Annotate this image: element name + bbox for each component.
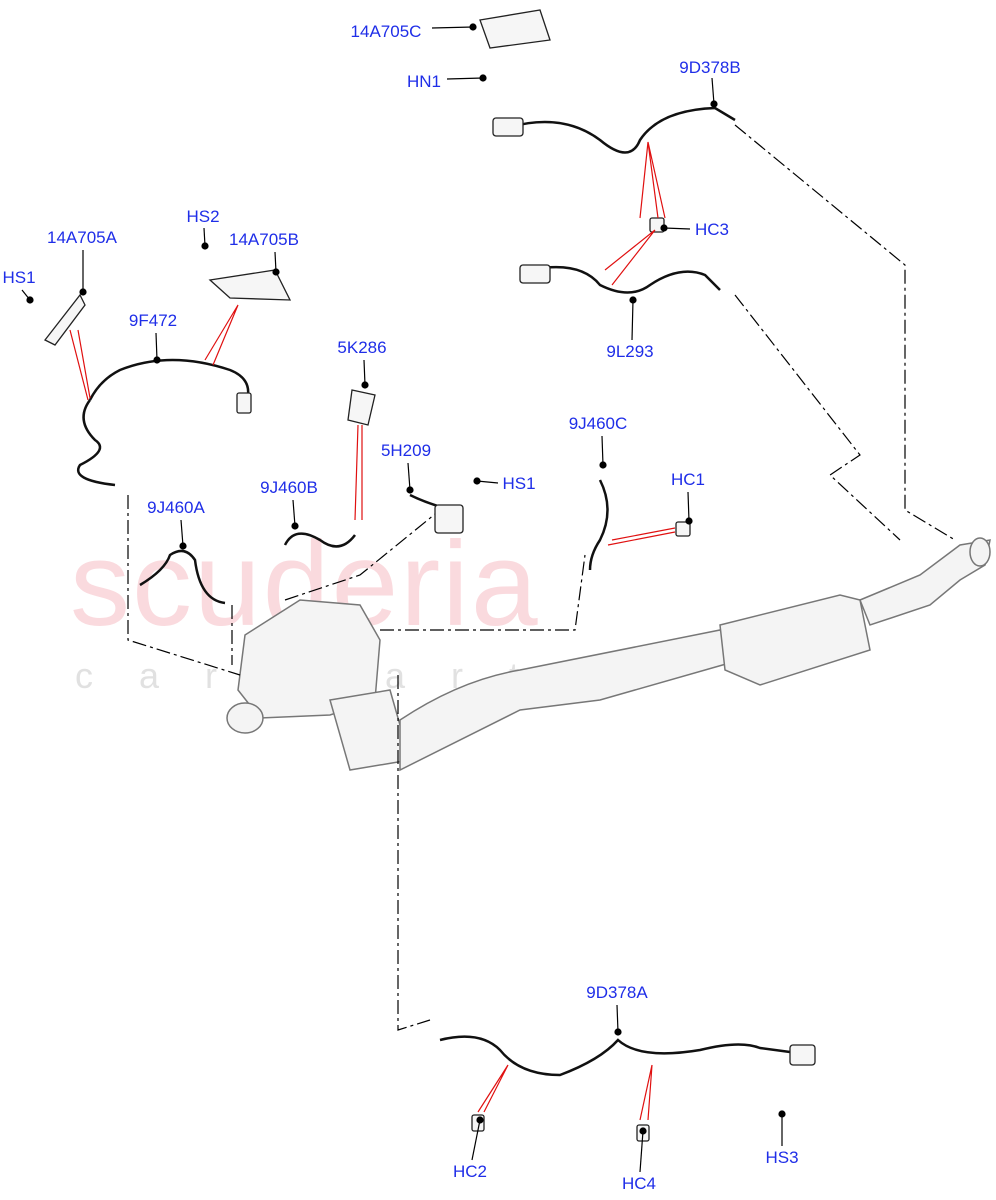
- callout-5K286[interactable]: 5K286: [337, 338, 387, 357]
- rear-silencer: [719, 594, 871, 686]
- exhaust-assembly: [226, 537, 991, 772]
- callout-HS2[interactable]: HS2: [186, 207, 220, 226]
- callout-9D378B[interactable]: 9D378B: [679, 58, 741, 77]
- bracket-14A705C: [479, 9, 551, 49]
- harness-9F472-lower: [77, 399, 116, 487]
- callout-9F472[interactable]: 9F472: [128, 311, 178, 330]
- inlet-flange: [226, 702, 264, 734]
- clip-HC1: [675, 521, 691, 537]
- mid-pipe: [399, 629, 742, 772]
- callout-9D378A[interactable]: 9D378A: [586, 983, 648, 1002]
- callout-14A705B[interactable]: 14A705B: [229, 230, 299, 249]
- small-parts: [44, 9, 816, 1142]
- callout-HC3[interactable]: HC3: [694, 220, 730, 239]
- callout-HC2[interactable]: HC2: [452, 1162, 488, 1181]
- harness-9D378B: [499, 106, 736, 154]
- callout-14A705C[interactable]: 14A705C: [350, 22, 422, 41]
- harness-9J460C: [588, 479, 609, 571]
- sensor-9D378A: [789, 1044, 816, 1066]
- callout-9J460C[interactable]: 9J460C: [568, 414, 628, 433]
- connector-9F472: [236, 392, 252, 414]
- harness-9D378A: [439, 1035, 791, 1077]
- callout-9J460A[interactable]: 9J460A: [147, 498, 205, 517]
- sensor-5K286: [347, 389, 376, 426]
- callout-HS1-right[interactable]: HS1: [502, 474, 536, 493]
- harness-9J460B: [283, 532, 356, 548]
- bracket-14A705A: [44, 293, 86, 346]
- callout-5H209[interactable]: 5H209: [380, 441, 432, 460]
- callout-9L293[interactable]: 9L293: [606, 342, 654, 361]
- callout-HC4[interactable]: HC4: [621, 1174, 657, 1193]
- harness-9J460A: [139, 549, 226, 605]
- callout-HS1-left[interactable]: HS1: [2, 268, 36, 287]
- callout-HS3[interactable]: HS3: [765, 1148, 799, 1167]
- bracket-14A705B: [208, 269, 292, 301]
- sensor-9D378B: [492, 117, 524, 137]
- tail-pipe-outlet: [969, 537, 991, 567]
- sensor-5H209: [434, 504, 464, 534]
- harness-9F472: [88, 358, 250, 401]
- reference-lines: [127, 124, 956, 1031]
- callout-14A705A[interactable]: 14A705A: [47, 228, 117, 247]
- harnesses: [77, 106, 791, 1077]
- pointer-lines: [69, 141, 676, 1121]
- harness-9L293: [529, 265, 721, 294]
- sensor-9L293: [519, 264, 551, 284]
- callout-9J460B[interactable]: 9J460B: [260, 478, 318, 497]
- callout-HN1[interactable]: HN1: [406, 72, 442, 91]
- callout-HC1[interactable]: HC1: [670, 470, 706, 489]
- leaders: [21, 23, 786, 1173]
